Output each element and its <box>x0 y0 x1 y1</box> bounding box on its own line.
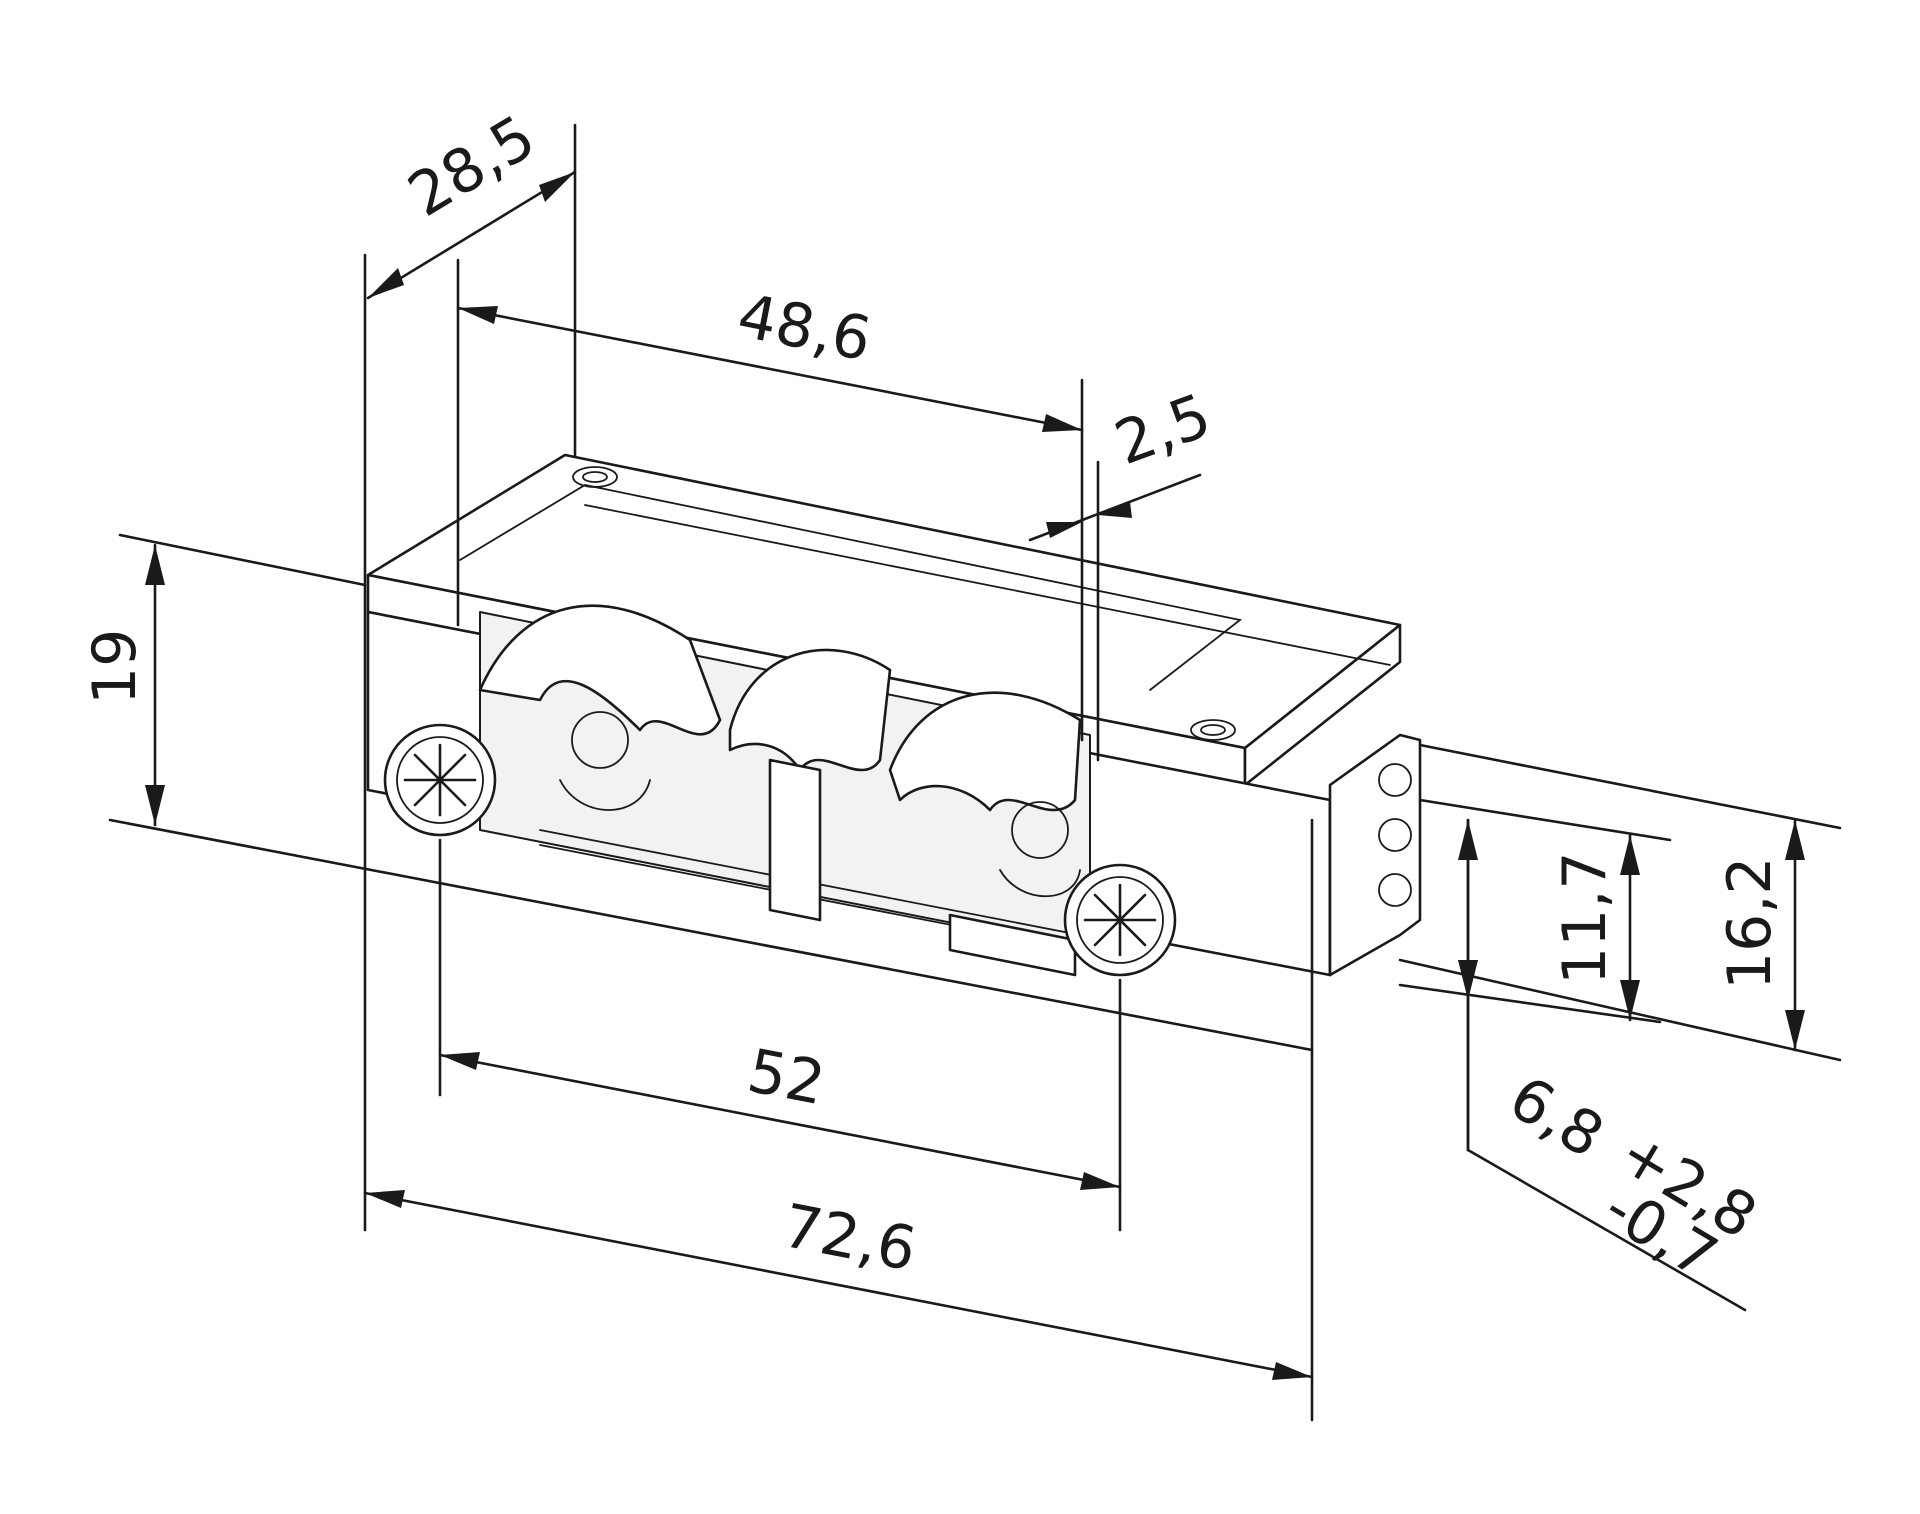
faceplate-holes <box>572 466 1236 741</box>
terminal-2 <box>1378 818 1412 852</box>
dimension-16-2 <box>1785 818 1805 1052</box>
curl-right <box>1011 801 1069 859</box>
label-48-6: 48,6 <box>732 281 876 375</box>
label-28-5: 28,5 <box>397 102 548 231</box>
faceplate-right-end <box>1243 623 1402 787</box>
latch-tongue-right <box>888 691 1082 812</box>
label-2-5: 2,5 <box>1106 381 1220 479</box>
latch-tongue-left <box>478 604 722 736</box>
dimension-52 <box>438 1052 1122 1190</box>
center-strap <box>768 758 822 922</box>
label-16-2: 16,2 <box>1715 856 1785 990</box>
terminal-1 <box>1378 763 1412 797</box>
faceplate-groove <box>584 504 1391 666</box>
bottom-clip <box>948 913 1077 977</box>
dimension-28-5 <box>366 170 577 300</box>
terminal-3 <box>1378 873 1412 907</box>
label-52: 52 <box>742 1036 830 1119</box>
dimension-48-6 <box>456 306 1084 432</box>
curl-left-lower <box>559 779 651 811</box>
label-72-6: 72,6 <box>777 1191 921 1285</box>
dimension-6-8 <box>1458 818 1747 1312</box>
phillips-screw-icon <box>1063 863 1177 977</box>
height-extension-lines <box>108 533 1842 1062</box>
phillips-screw-icon <box>383 723 497 837</box>
dimension-19 <box>145 543 165 827</box>
latch-tongue-middle <box>728 648 892 772</box>
label-19: 19 <box>80 629 150 705</box>
curl-right-lower <box>999 869 1081 898</box>
label-11-7: 11,7 <box>1550 851 1620 985</box>
terminal-block <box>1328 733 1422 977</box>
dimension-2-5 <box>1028 473 1202 542</box>
dimension-11-7 <box>1620 833 1640 1022</box>
dimension-72-6 <box>363 1190 1314 1380</box>
curl-left <box>571 711 629 769</box>
strike-body <box>366 453 1422 977</box>
faceplate-inset <box>459 484 1243 691</box>
label-tolerance-nominal: 6,8 <box>1497 1063 1615 1172</box>
